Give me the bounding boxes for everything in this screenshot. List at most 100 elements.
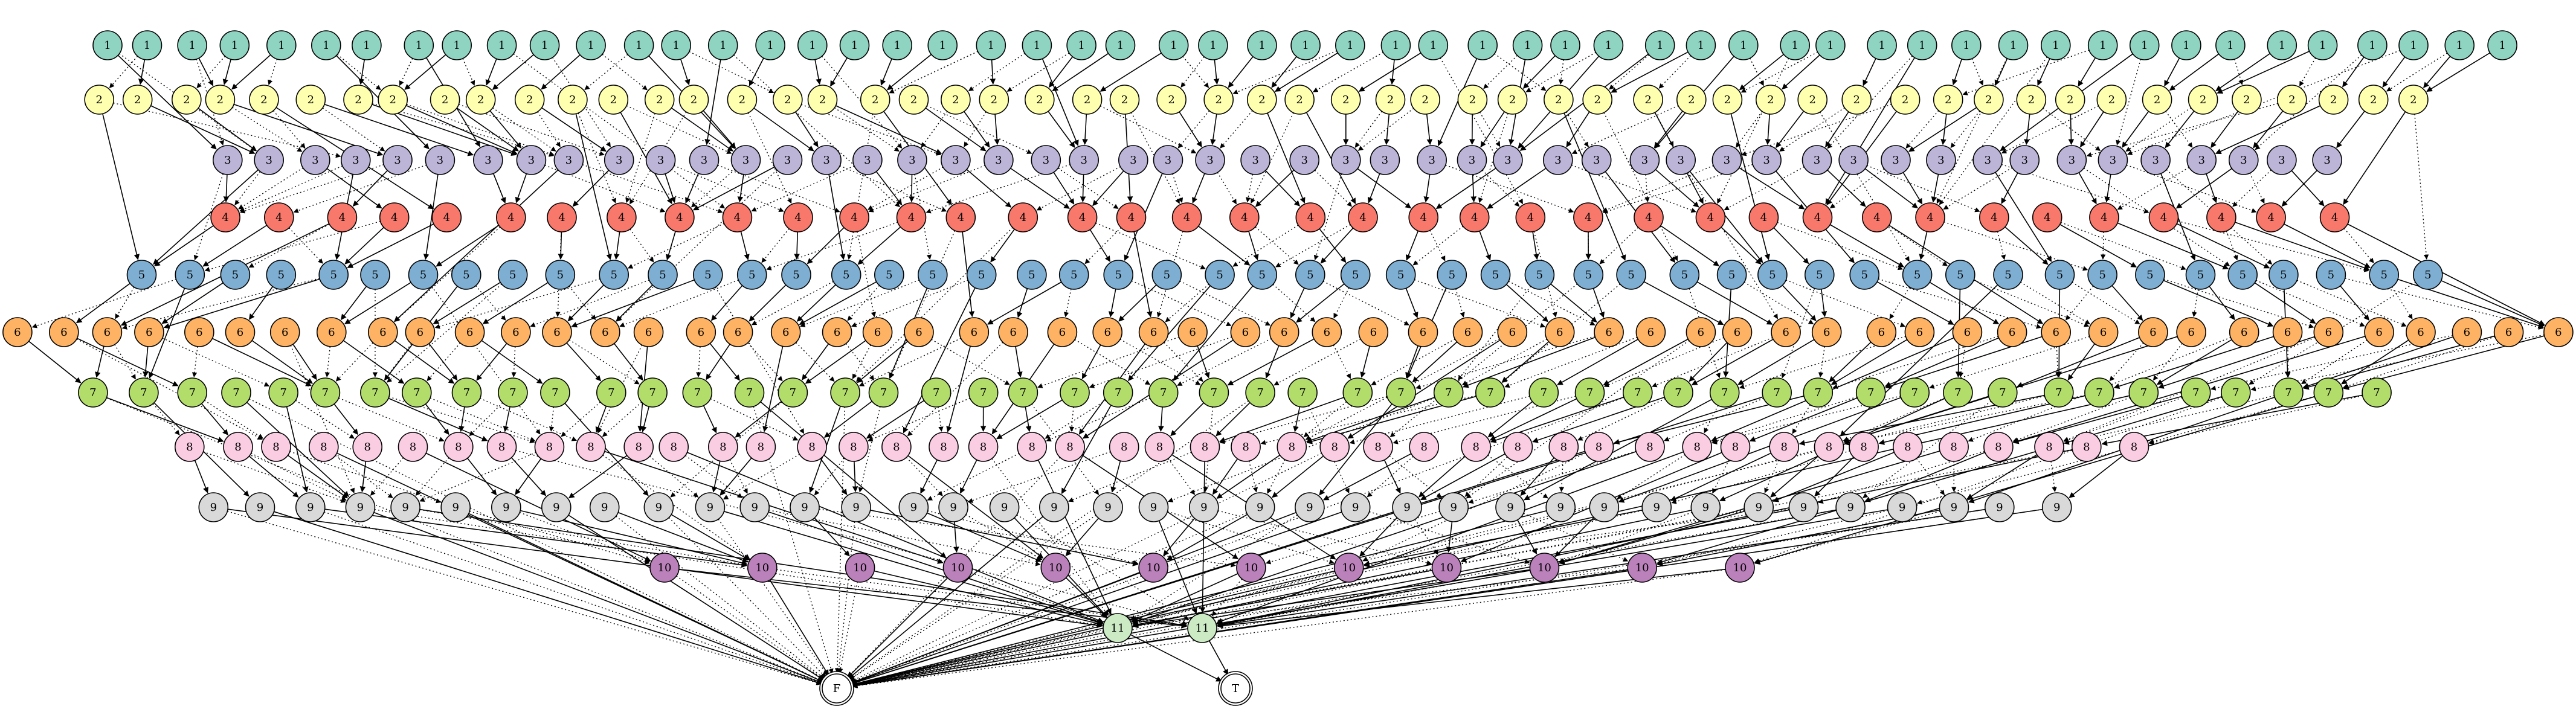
- node-level-5: 5: [1718, 260, 1747, 289]
- low-edge: [762, 229, 789, 263]
- node-level-8: 8: [746, 432, 775, 461]
- node-level-5: 5: [266, 260, 295, 289]
- node-level-4: 4: [265, 203, 294, 232]
- node-label: 2: [784, 94, 791, 106]
- node-label: 5: [1914, 269, 1921, 281]
- node-level-7: 7: [129, 378, 158, 407]
- node-label: 1: [1562, 39, 1568, 52]
- node-label: 1: [988, 39, 994, 52]
- node-level-8: 8: [444, 432, 473, 461]
- node-level-4: 4: [1230, 203, 1259, 232]
- node-label: 3: [1937, 154, 1944, 167]
- node-level-9: 9: [1190, 493, 1219, 522]
- high-edge: [1480, 231, 1490, 260]
- node-label: 6: [874, 326, 881, 339]
- node-label: 7: [1257, 386, 1263, 399]
- node-level-2: 2: [1934, 85, 1963, 114]
- node-label: 6: [602, 326, 608, 339]
- node-level-9: 9: [1040, 493, 1069, 522]
- node-level-9: 9: [1691, 493, 1720, 522]
- node-label: 3: [1165, 154, 1171, 167]
- node-label: 2: [1644, 94, 1651, 106]
- high-edge: [1656, 170, 1699, 207]
- node-label: 4: [1183, 211, 1190, 224]
- node-label: 2: [2243, 94, 2250, 106]
- node-level-4: 4: [327, 203, 356, 232]
- node-label: 3: [2198, 154, 2204, 167]
- low-edge: [1367, 457, 1413, 497]
- node-label: 7: [1815, 386, 1821, 399]
- node-label: 2: [1036, 94, 1043, 106]
- node-level-3: 3: [773, 146, 802, 175]
- node-label: 5: [509, 269, 516, 281]
- low-edge: [337, 54, 381, 89]
- high-edge: [1093, 171, 1124, 206]
- low-edge: [1820, 347, 1824, 377]
- node-label: 7: [2325, 386, 2332, 399]
- high-edge: [1090, 229, 1110, 261]
- node-level-4: 4: [211, 203, 240, 232]
- node-label: 7: [933, 386, 939, 399]
- high-edge: [1437, 168, 1496, 209]
- low-edge: [890, 231, 955, 378]
- high-edge: [2001, 173, 2018, 204]
- node-label: 9: [1899, 501, 1905, 514]
- node-level-3: 3: [1544, 146, 1573, 175]
- high-edge: [713, 461, 720, 492]
- node-label: 3: [2240, 154, 2247, 167]
- high-edge: [1171, 403, 1204, 436]
- node-level-4: 4: [1460, 203, 1489, 232]
- node-level-6: 6: [2314, 318, 2343, 347]
- node-label: 2: [872, 94, 878, 106]
- node-label: 1: [104, 39, 111, 52]
- low-edge: [2013, 397, 2130, 441]
- node-label: 2: [1724, 94, 1731, 106]
- node-level-3: 3: [1331, 146, 1360, 175]
- node-level-2: 2: [773, 85, 802, 114]
- node-level-6: 6: [543, 318, 572, 347]
- high-edge: [1953, 59, 1962, 85]
- node-label: 6: [1734, 326, 1740, 339]
- node-label: 4: [2160, 211, 2167, 224]
- node-level-5: 5: [918, 260, 947, 289]
- low-edge: [749, 285, 786, 321]
- low-edge: [1168, 458, 1195, 495]
- node-level-1: 1: [1199, 31, 1228, 60]
- node-level-6: 6: [1178, 318, 1207, 347]
- node-level-9: 9: [2043, 493, 2072, 522]
- high-edge: [145, 347, 148, 377]
- node-level-5: 5: [599, 260, 628, 289]
- high-edge: [1421, 454, 1505, 500]
- node-label: 4: [1927, 211, 1933, 224]
- high-edge: [995, 114, 997, 144]
- high-edge: [852, 571, 1335, 685]
- node-level-7: 7: [922, 378, 951, 407]
- node-level-6: 6: [959, 318, 988, 347]
- node-label: 5: [929, 269, 936, 281]
- low-edge: [1480, 112, 1500, 147]
- node-label: 2: [2288, 94, 2295, 106]
- high-edge: [802, 344, 829, 380]
- low-edge: [1689, 173, 1778, 319]
- node-level-7: 7: [1576, 378, 1605, 407]
- node-label: 6: [1059, 326, 1066, 339]
- node-level-5: 5: [1437, 260, 1466, 289]
- low-edge: [964, 112, 987, 147]
- node-label: 4: [676, 211, 683, 224]
- node-label: 8: [893, 441, 900, 454]
- node-label: 3: [394, 154, 401, 167]
- high-edge: [2068, 344, 2095, 380]
- node-level-4: 4: [897, 203, 926, 232]
- low-edge: [416, 458, 449, 496]
- node-level-3: 3: [213, 146, 242, 175]
- node-label: 4: [2044, 211, 2050, 224]
- node-label: 2: [477, 94, 484, 106]
- node-label: 5: [1164, 269, 1170, 281]
- node-level-9: 9: [1888, 493, 1917, 522]
- low-edge: [2392, 287, 2412, 319]
- high-edge: [1427, 114, 1431, 144]
- node-level-10: 10: [846, 553, 875, 582]
- node-label: 9: [1996, 501, 2003, 514]
- node-level-10: 10: [1725, 553, 1754, 582]
- node-level-3: 3: [1031, 146, 1060, 175]
